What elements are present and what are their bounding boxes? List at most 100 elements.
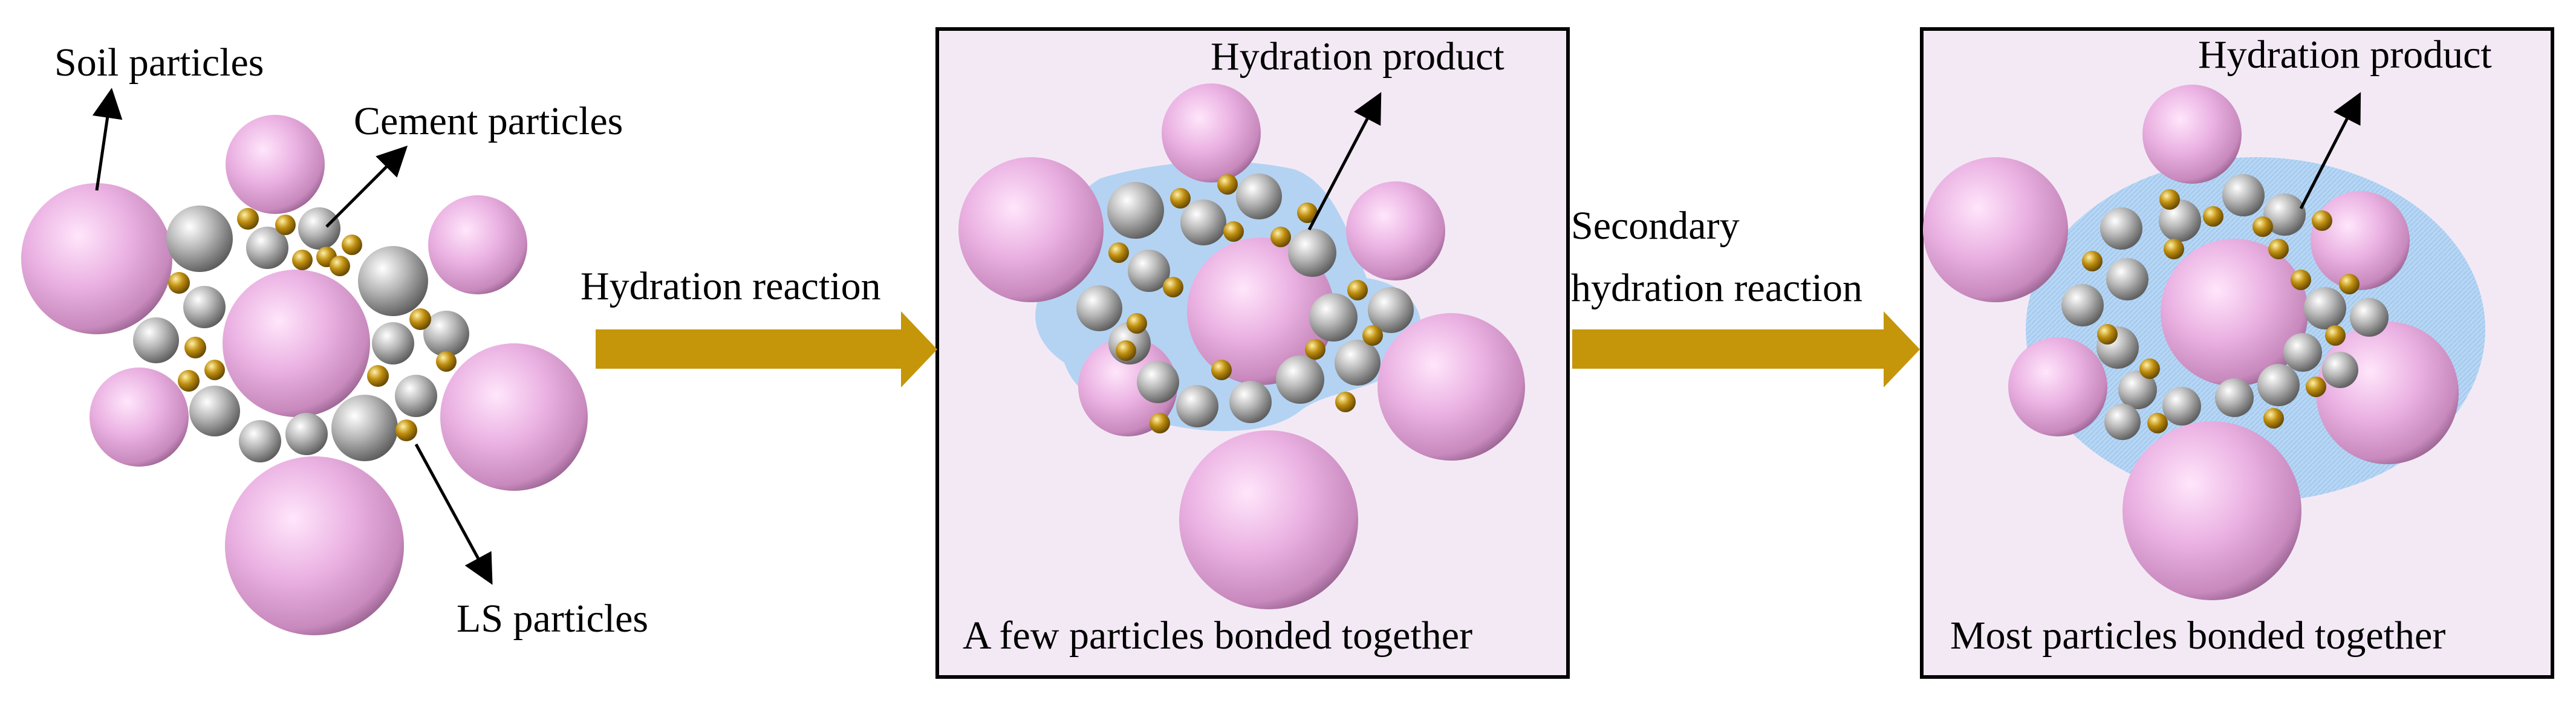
cement-particle bbox=[1176, 385, 1218, 427]
panel2-hydration-product-label: Hydration product bbox=[1211, 34, 1504, 79]
panel3-caption: Most particles bonded together bbox=[1950, 614, 2445, 658]
cement-particle bbox=[133, 317, 179, 363]
ls-particle bbox=[292, 250, 313, 270]
ls-particle bbox=[409, 308, 431, 330]
cement-particle bbox=[1137, 361, 1179, 403]
cement-particle bbox=[183, 286, 226, 328]
panel-1-particles bbox=[21, 115, 588, 635]
ls-particle bbox=[1116, 340, 1136, 361]
hydration-reaction-arrow bbox=[596, 311, 937, 387]
ls-particle bbox=[1217, 174, 1238, 195]
ls-particles-pointer bbox=[414, 443, 493, 585]
cement-particle bbox=[2350, 298, 2389, 337]
ls-particle bbox=[2139, 358, 2160, 379]
ls-particle bbox=[2325, 325, 2346, 346]
soil-particle bbox=[2142, 85, 2242, 184]
cement-particle bbox=[1107, 182, 1164, 239]
cement-particle bbox=[358, 246, 428, 316]
ls-particle bbox=[2203, 206, 2223, 227]
cement-particle bbox=[395, 375, 437, 417]
ls-particle bbox=[342, 235, 362, 255]
soil-particle bbox=[1187, 238, 1335, 385]
soil-particle bbox=[225, 456, 404, 635]
cement-particle bbox=[2104, 404, 2141, 440]
cement-particle bbox=[246, 227, 288, 269]
cement-particle bbox=[2118, 371, 2157, 409]
panel3-hydration-product-label: Hydration product bbox=[2198, 33, 2492, 77]
cement-particle bbox=[239, 420, 281, 462]
ls-particle bbox=[2268, 239, 2289, 259]
secondary-hydration-line2: hydration reaction bbox=[1571, 266, 1862, 310]
cement-particles-label: Cement particles bbox=[354, 99, 623, 143]
panel2-product-pointer bbox=[1307, 92, 1382, 231]
ls-particle bbox=[1305, 339, 1325, 360]
ls-particle bbox=[1347, 280, 1368, 300]
cement-particle bbox=[1076, 285, 1122, 331]
ls-particle bbox=[1270, 227, 1291, 247]
ls-particle bbox=[2164, 239, 2184, 259]
cement-particle bbox=[1229, 381, 1272, 423]
ls-particle bbox=[436, 351, 457, 372]
cement-particle bbox=[2215, 378, 2254, 417]
ls-particle bbox=[184, 337, 206, 358]
panel3-product-pointer bbox=[2299, 92, 2361, 210]
ls-particle bbox=[367, 365, 389, 387]
soil-particle bbox=[428, 195, 527, 294]
ls-particle bbox=[2306, 377, 2326, 397]
soil-particle bbox=[1377, 313, 1525, 461]
soil-particle bbox=[226, 115, 325, 214]
ls-particle bbox=[2252, 216, 2273, 237]
panel2-caption: A few particles bonded together bbox=[963, 614, 1472, 658]
ls-particle bbox=[395, 419, 417, 441]
soil-particle bbox=[1179, 430, 1358, 609]
ls-particle bbox=[330, 256, 350, 276]
cement-particle bbox=[285, 413, 328, 455]
ls-particle bbox=[168, 272, 190, 294]
soil-particle bbox=[440, 343, 588, 491]
cement-particle bbox=[331, 395, 398, 461]
cement-particle bbox=[1180, 199, 1226, 245]
ls-particles-label: LS particles bbox=[457, 597, 648, 641]
panel-2-particles bbox=[958, 83, 1525, 609]
soil-particle bbox=[223, 270, 370, 417]
soil-particles-pointer bbox=[92, 88, 123, 191]
cement-particle bbox=[2162, 387, 2201, 426]
ls-particle bbox=[2082, 251, 2103, 271]
cement-particle bbox=[1288, 228, 1336, 277]
soil-particle bbox=[1162, 83, 1261, 183]
panel-3-particles bbox=[1923, 85, 2459, 600]
secondary-hydration-reaction-arrow bbox=[1572, 311, 1920, 387]
cement-particle bbox=[2100, 207, 2142, 250]
ls-particle bbox=[2159, 189, 2180, 210]
hydration-reaction-label: Hydration reaction bbox=[581, 264, 881, 308]
cement-particle bbox=[2257, 364, 2300, 406]
ls-particle bbox=[1150, 413, 1170, 433]
cement-particle bbox=[2304, 287, 2346, 329]
cement-particle bbox=[2106, 258, 2148, 300]
cement-particle bbox=[2322, 352, 2358, 388]
soil-particles-label: Soil particles bbox=[54, 40, 264, 85]
ls-particle bbox=[1127, 313, 1147, 334]
ls-particle bbox=[1335, 392, 1356, 412]
cement-particle bbox=[372, 322, 414, 364]
ls-particle bbox=[2263, 408, 2284, 429]
ls-particle bbox=[2097, 324, 2118, 345]
cement-particle bbox=[166, 206, 233, 272]
ls-particle bbox=[1211, 360, 1232, 380]
cement-particle bbox=[2283, 333, 2322, 372]
soil-particle bbox=[2161, 239, 2308, 386]
ls-particle bbox=[1223, 221, 1244, 242]
ls-particle bbox=[1297, 202, 1318, 223]
cement-particle bbox=[2159, 199, 2201, 242]
cement-particle bbox=[2061, 284, 2104, 326]
cement-particle bbox=[423, 311, 469, 357]
cement-particle bbox=[1309, 293, 1358, 342]
cement-particle bbox=[2222, 174, 2265, 216]
cement-particle bbox=[189, 386, 240, 436]
soil-particle bbox=[958, 157, 1104, 302]
ls-particle bbox=[1362, 325, 1383, 346]
ls-particle bbox=[237, 208, 259, 230]
soil-particle bbox=[21, 183, 172, 334]
ls-particle bbox=[204, 360, 225, 380]
